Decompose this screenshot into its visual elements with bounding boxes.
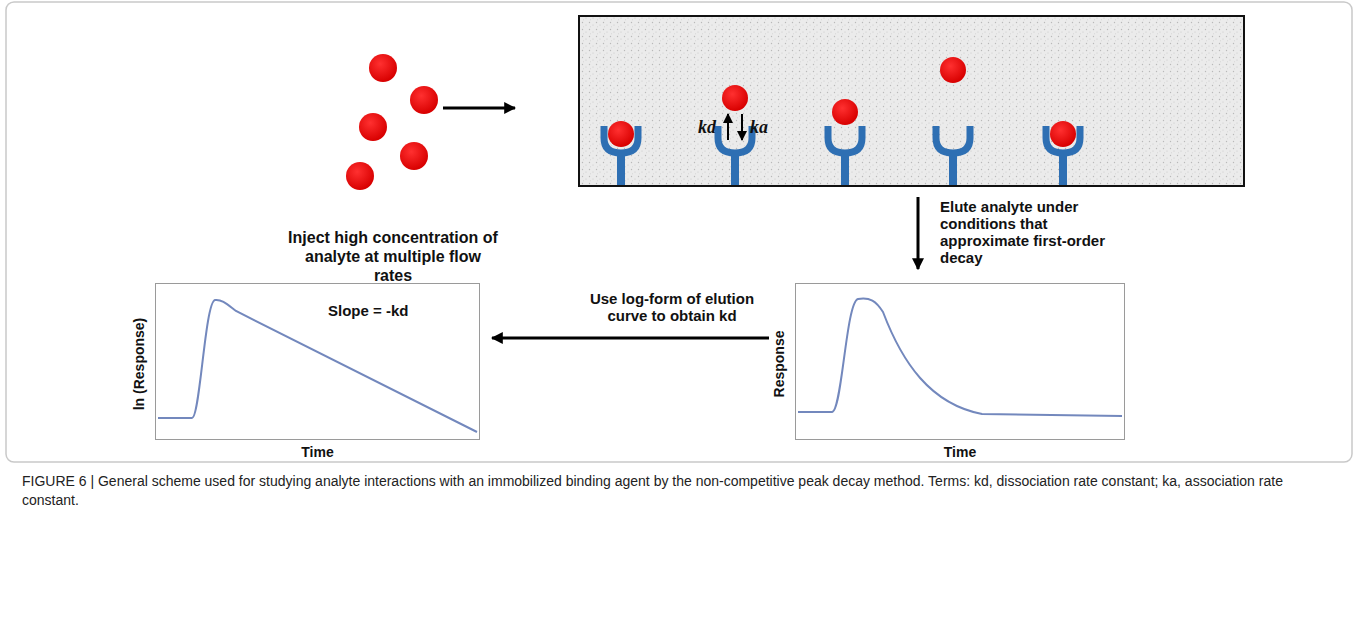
receptors [604,57,1080,186]
axis-title: Response [771,331,787,398]
figure-caption: FIGURE 6 | General scheme used for study… [22,472,1338,510]
sensor-surface: kd ka [578,15,1245,187]
surface-texture [579,16,1244,186]
elution-chart: ResponseTime [795,283,1125,440]
log-curve [158,300,477,432]
kd-arrow [727,114,729,140]
inject-arrow [443,107,515,110]
edge-label: Elute analyte under conditions that appr… [940,198,1110,266]
flow-arrow [917,197,920,269]
rate-symbol: kd [698,117,716,138]
rate-symbol: ka [750,117,768,138]
slope-note: Slope = -kd [328,302,408,319]
axis-title: ln (Response) [131,318,147,411]
figure-frame [6,2,1352,462]
flow-arrow [492,337,769,340]
free-analyte [346,54,438,190]
step-note: Inject high concentration of analyte at … [288,228,498,285]
ka-arrow [741,114,743,140]
elution-curve [798,299,1122,416]
edge-label: Use log-form of elution curve to obtain … [577,290,767,324]
axis-title: Time [301,444,333,460]
log-chart: Slope = -kdln (Response)Time [155,283,480,440]
axis-title: Time [944,444,976,460]
